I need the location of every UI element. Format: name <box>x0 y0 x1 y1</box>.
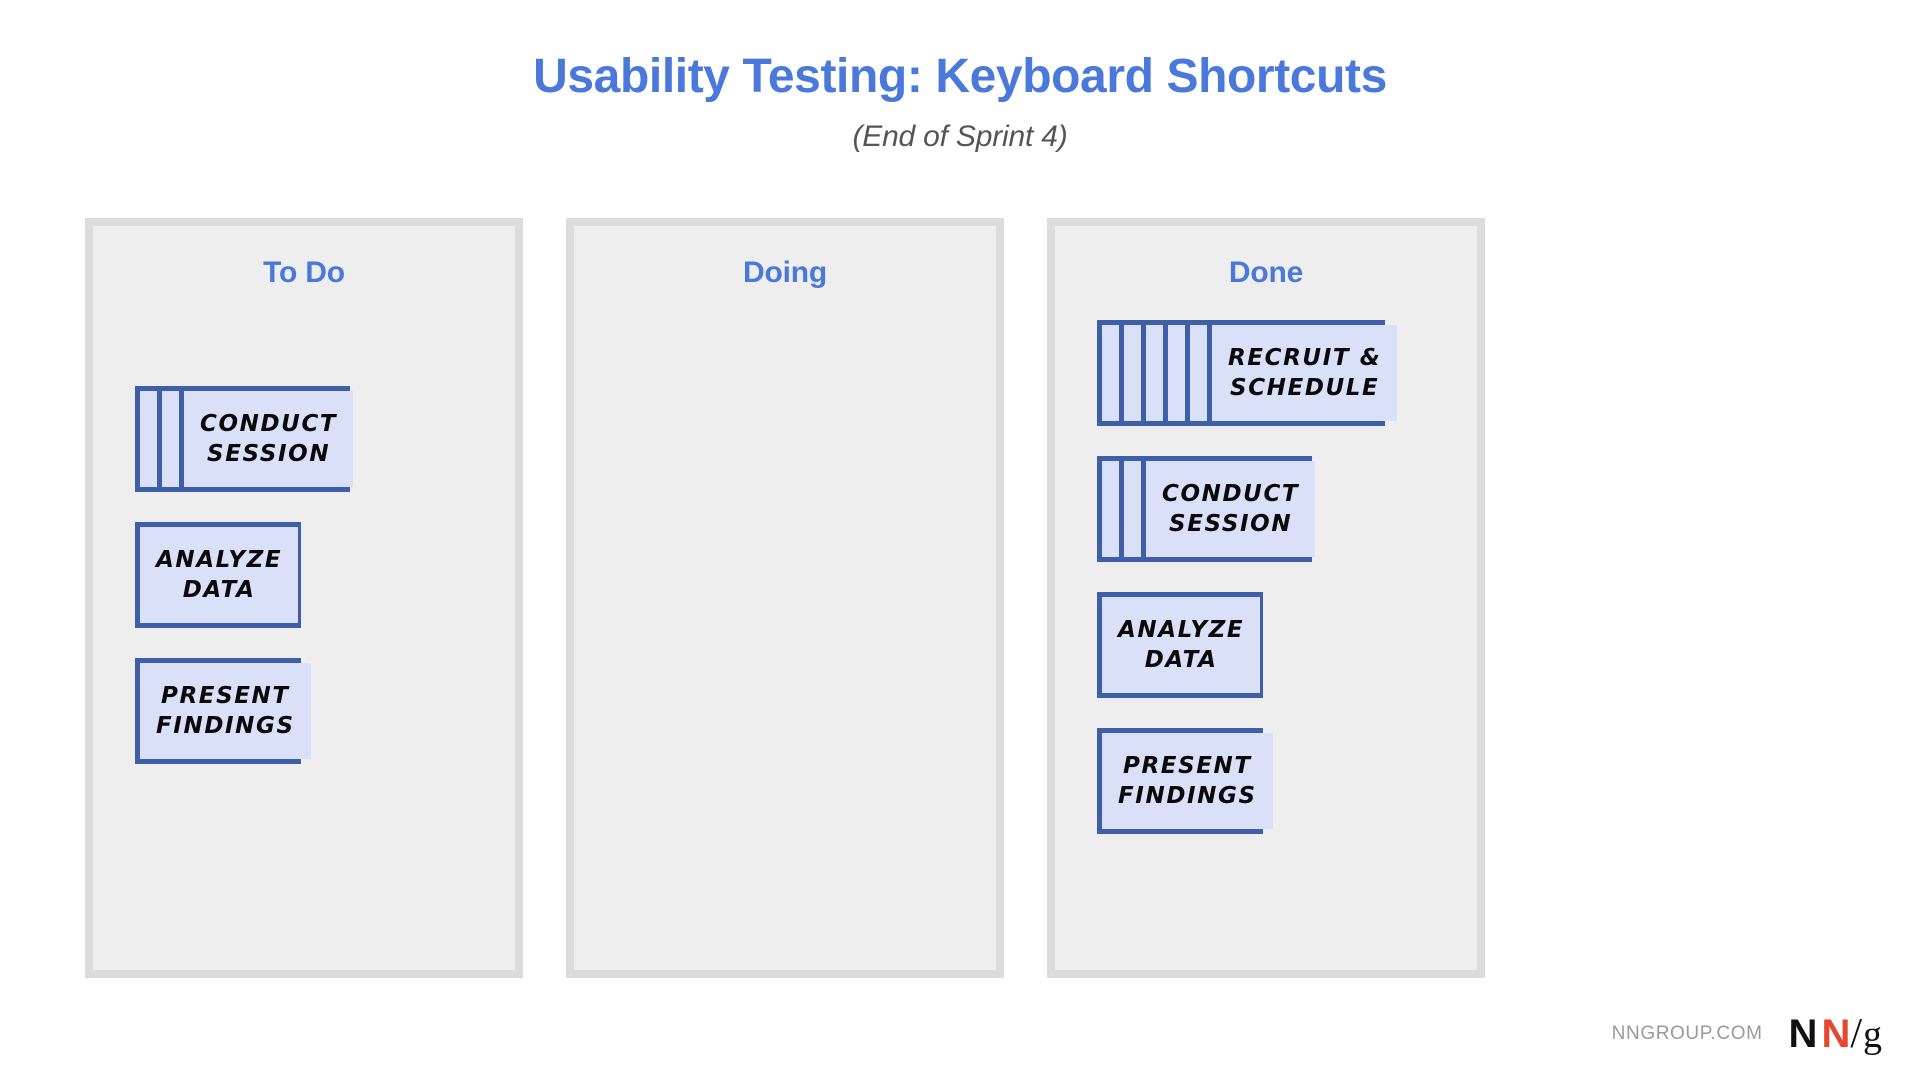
card-label: PRESENT FINDINGS <box>1102 733 1273 829</box>
kanban-card[interactable]: CONDUCT SESSION <box>1097 456 1316 562</box>
kanban-column-to-do[interactable]: To Do CONDUCT SESSION ANALYZE DATA PRESENT FIN… <box>85 218 523 978</box>
logo-letter-n-red: N <box>1821 1012 1850 1056</box>
column-title-done: Done <box>1228 256 1304 289</box>
card-label-line: FINDINGS <box>1118 783 1257 809</box>
column-inner-to-do: To Do CONDUCT SESSION ANALYZE DATA PRESENT FIN… <box>93 226 515 970</box>
column-title-to-do: To Do <box>263 256 345 289</box>
footer-url: NNGROUP.COM <box>1611 1023 1763 1044</box>
card-label-line: PRESENT <box>1122 752 1252 779</box>
card-label-line: SESSION <box>207 441 331 467</box>
card-label-line: PRESENT <box>160 682 290 709</box>
card-label-line: RECRUIT & <box>1228 344 1382 371</box>
kanban-card[interactable]: PRESENT FINDINGS <box>135 658 311 764</box>
kanban-card[interactable]: PRESENT FINDINGS <box>1097 728 1273 834</box>
card-label-line: ANALYZE <box>1118 616 1245 643</box>
card-tally-stripe <box>1190 325 1212 421</box>
card-tally-stripe <box>140 391 162 487</box>
kanban-column-doing[interactable]: Doing <box>566 218 1004 978</box>
kanban-card[interactable]: RECRUIT & SCHEDULE <box>1097 320 1398 426</box>
page-subtitle: (End of Sprint 4) <box>852 119 1068 153</box>
logo-slash: / <box>1850 1011 1862 1057</box>
card-tally-stripe <box>162 391 184 487</box>
kanban-board: To Do CONDUCT SESSION ANALYZE DATA PRESENT FIN… <box>85 218 1485 978</box>
card-label: CONDUCT SESSION <box>184 391 354 487</box>
card-list-to-do: CONDUCT SESSION ANALYZE DATA PRESENT FINDINGS <box>93 320 515 794</box>
card-tally-stripe <box>1168 325 1190 421</box>
card-tally-stripe <box>1124 461 1146 557</box>
nng-logo: N N / g <box>1789 1010 1882 1058</box>
column-inner-doing: Doing <box>574 226 996 970</box>
page-title: Usability Testing: Keyboard Shortcuts <box>533 50 1387 103</box>
card-label-line: DATA <box>182 577 256 603</box>
card-label: ANALYZE DATA <box>140 527 299 623</box>
column-title-doing: Doing <box>743 256 827 289</box>
card-label: CONDUCT SESSION <box>1146 461 1316 557</box>
card-tally-stripe <box>1124 325 1146 421</box>
card-label-line: DATA <box>1144 647 1218 673</box>
card-label-line: FINDINGS <box>156 713 295 739</box>
card-tally-stripe <box>1102 325 1124 421</box>
slide-footer: NNGROUP.COM N N / g <box>1612 1010 1882 1058</box>
card-label-line: SESSION <box>1169 511 1293 537</box>
logo-letter-g: g <box>1863 1014 1882 1056</box>
card-label-line: ANALYZE <box>156 546 283 573</box>
card-tally-stripe <box>1102 461 1124 557</box>
logo-letter-n-black: N <box>1788 1012 1818 1056</box>
slide-header: Usability Testing: Keyboard Shortcuts (E… <box>0 50 1920 154</box>
kanban-card[interactable]: CONDUCT SESSION <box>135 386 354 492</box>
card-label-line: SCHEDULE <box>1230 375 1380 401</box>
kanban-card[interactable]: ANALYZE DATA <box>135 522 301 628</box>
card-label-line: CONDUCT <box>200 410 338 437</box>
card-tally-stripe <box>1146 325 1168 421</box>
kanban-card[interactable]: ANALYZE DATA <box>1097 592 1263 698</box>
card-list-done: RECRUIT & SCHEDULE CONDUCT SESSION ANALYZE DA… <box>1055 320 1477 864</box>
card-label: ANALYZE DATA <box>1102 597 1261 693</box>
card-label: RECRUIT & SCHEDULE <box>1212 325 1398 421</box>
card-label-line: CONDUCT <box>1162 480 1300 507</box>
card-label: PRESENT FINDINGS <box>140 663 311 759</box>
